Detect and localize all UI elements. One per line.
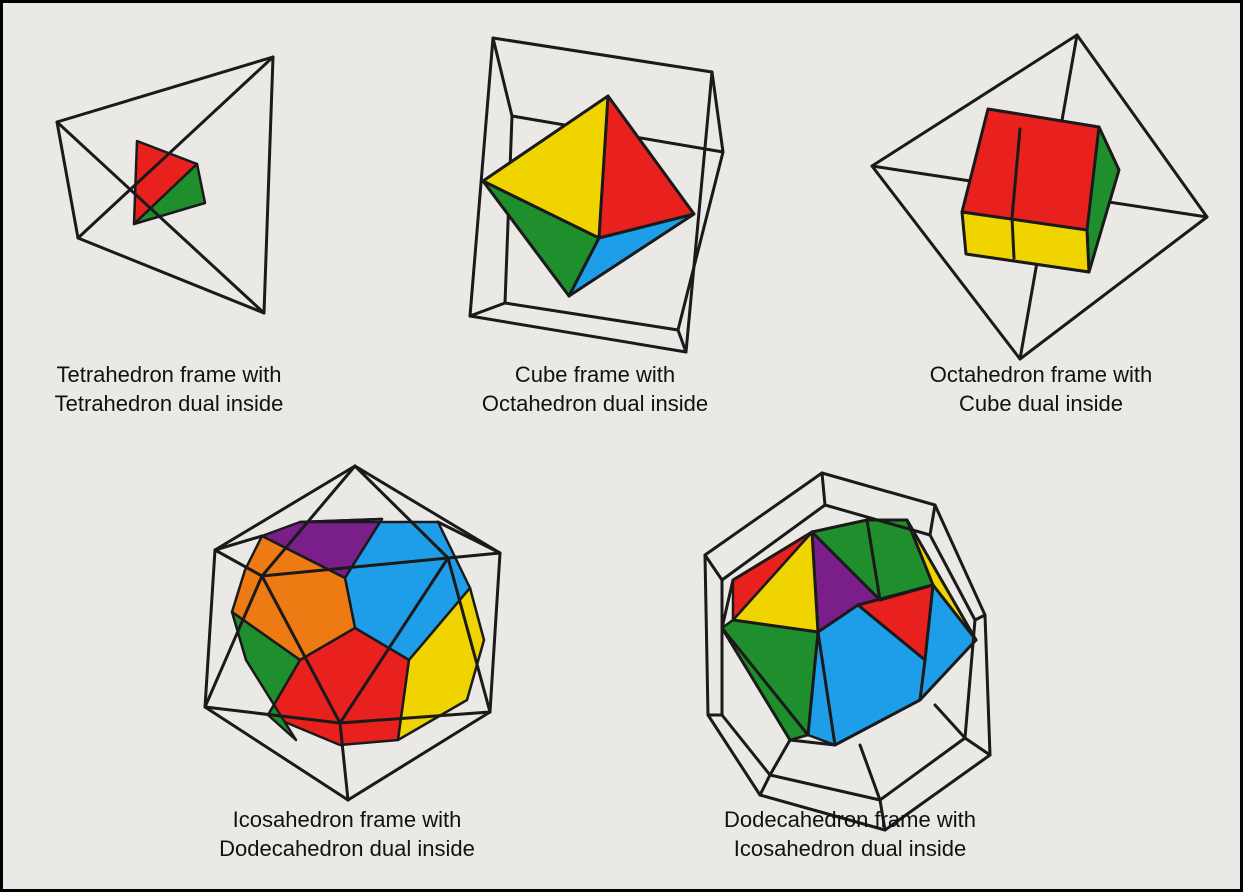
tetrahedron-figure bbox=[55, 55, 275, 315]
frame-edge bbox=[720, 626, 810, 737]
caption-line: Octahedron frame with bbox=[929, 362, 1153, 387]
dual-face bbox=[230, 610, 302, 742]
frame-edge bbox=[870, 33, 1209, 361]
caption-line: Dodecahedron dual inside bbox=[219, 836, 475, 861]
frame-edge bbox=[488, 551, 502, 714]
frame-edge bbox=[203, 705, 350, 802]
icosahedron-figure bbox=[203, 464, 502, 802]
frame-edge bbox=[260, 464, 357, 578]
frame-edge bbox=[856, 603, 927, 662]
caption-line: Octahedron dual inside bbox=[481, 391, 709, 416]
frame-edge bbox=[858, 743, 882, 802]
frame-edge bbox=[55, 120, 266, 315]
frame-edge bbox=[468, 36, 714, 354]
diagram-panel: Tetrahedron frame with Tetrahedron dual … bbox=[3, 3, 1240, 889]
frame-edge bbox=[856, 583, 935, 607]
cube-frame-back-edges bbox=[468, 36, 725, 354]
cube-figure bbox=[468, 36, 725, 354]
dual-face bbox=[720, 618, 820, 742]
frame-edge bbox=[213, 534, 264, 552]
frame-edge bbox=[816, 630, 837, 747]
frame-edge bbox=[810, 530, 820, 634]
caption-line: Icosahedron frame with bbox=[232, 807, 462, 832]
frame-edge bbox=[481, 179, 601, 298]
caption-line: Dodecahedron frame with bbox=[724, 807, 976, 832]
octahedron-dual-edges bbox=[481, 94, 696, 298]
caption-dodecahedron: Dodecahedron frame with Icosahedron dual… bbox=[640, 805, 1060, 863]
frame-edge bbox=[353, 464, 450, 560]
frame-edge bbox=[768, 738, 792, 777]
frame-edge bbox=[213, 464, 357, 552]
frame-edge bbox=[676, 328, 688, 354]
frame-edge bbox=[703, 553, 724, 582]
cube-dual-edges bbox=[960, 107, 1121, 274]
dodecahedron-figure bbox=[703, 471, 992, 832]
caption-line: Tetrahedron frame with bbox=[56, 362, 282, 387]
frame-edge bbox=[491, 36, 514, 118]
icosahedron-dual-solid bbox=[720, 518, 978, 747]
frame-edge bbox=[213, 548, 264, 578]
frame-edge bbox=[338, 556, 450, 725]
frame-edge bbox=[446, 556, 492, 714]
frame-edge bbox=[810, 530, 882, 602]
frame-edge bbox=[720, 518, 978, 747]
frame-edge bbox=[203, 574, 264, 709]
frame-edge bbox=[918, 658, 927, 702]
frame-edge bbox=[806, 630, 820, 737]
frame-edge bbox=[820, 471, 827, 507]
caption-line: Cube dual inside bbox=[959, 391, 1123, 416]
frame-edge bbox=[816, 603, 860, 634]
octahedron-figure bbox=[870, 33, 1209, 361]
frame-edge bbox=[260, 556, 450, 578]
frame-edge bbox=[1085, 228, 1091, 274]
caption-octahedron: Octahedron frame with Cube dual inside bbox=[831, 360, 1240, 418]
frame-edge bbox=[260, 574, 342, 725]
frame-edge bbox=[973, 613, 987, 622]
frame-edge bbox=[928, 503, 937, 537]
polyhedra-illustrations bbox=[55, 33, 1209, 832]
frame-edge bbox=[731, 618, 820, 634]
frame-edge bbox=[203, 705, 342, 725]
frame-edge bbox=[878, 798, 887, 832]
caption-line: Tetrahedron dual inside bbox=[54, 391, 284, 416]
frame-edge bbox=[436, 520, 502, 555]
frame-edge bbox=[710, 70, 725, 154]
frame-edge bbox=[338, 710, 492, 725]
icosahedron-dual-edges bbox=[720, 518, 978, 747]
frame-edge bbox=[923, 583, 935, 662]
frame-edge bbox=[468, 301, 507, 318]
dodecahedron-dual-solid bbox=[230, 517, 486, 747]
caption-cube: Cube frame with Octahedron dual inside bbox=[385, 360, 805, 418]
frame-edge bbox=[963, 736, 992, 757]
icosahedron-frame-edges bbox=[203, 464, 502, 802]
octahedron-frame-front-edges bbox=[870, 33, 1209, 361]
frame-edge bbox=[446, 551, 502, 560]
frame-edge bbox=[931, 583, 978, 642]
frame-edge bbox=[338, 721, 350, 802]
caption-line: Icosahedron dual inside bbox=[733, 836, 967, 861]
cube-frame-front-edges bbox=[468, 36, 714, 354]
caption-icosahedron: Icosahedron frame with Dodecahedron dual… bbox=[137, 805, 557, 863]
dodecahedron-frame-edges bbox=[703, 471, 992, 832]
frame-edge bbox=[1010, 127, 1022, 260]
frame-edge bbox=[346, 710, 492, 802]
frame-edge bbox=[353, 464, 502, 555]
frame-edge bbox=[758, 773, 772, 797]
frame-edge bbox=[865, 518, 882, 602]
caption-line: Cube frame with bbox=[514, 362, 676, 387]
frame-edge bbox=[203, 548, 217, 709]
tetrahedron-frame-edges bbox=[55, 55, 275, 315]
caption-tetrahedron: Tetrahedron frame with Tetrahedron dual … bbox=[3, 360, 379, 418]
frame-edge bbox=[76, 55, 275, 240]
frame-edge bbox=[933, 703, 967, 740]
